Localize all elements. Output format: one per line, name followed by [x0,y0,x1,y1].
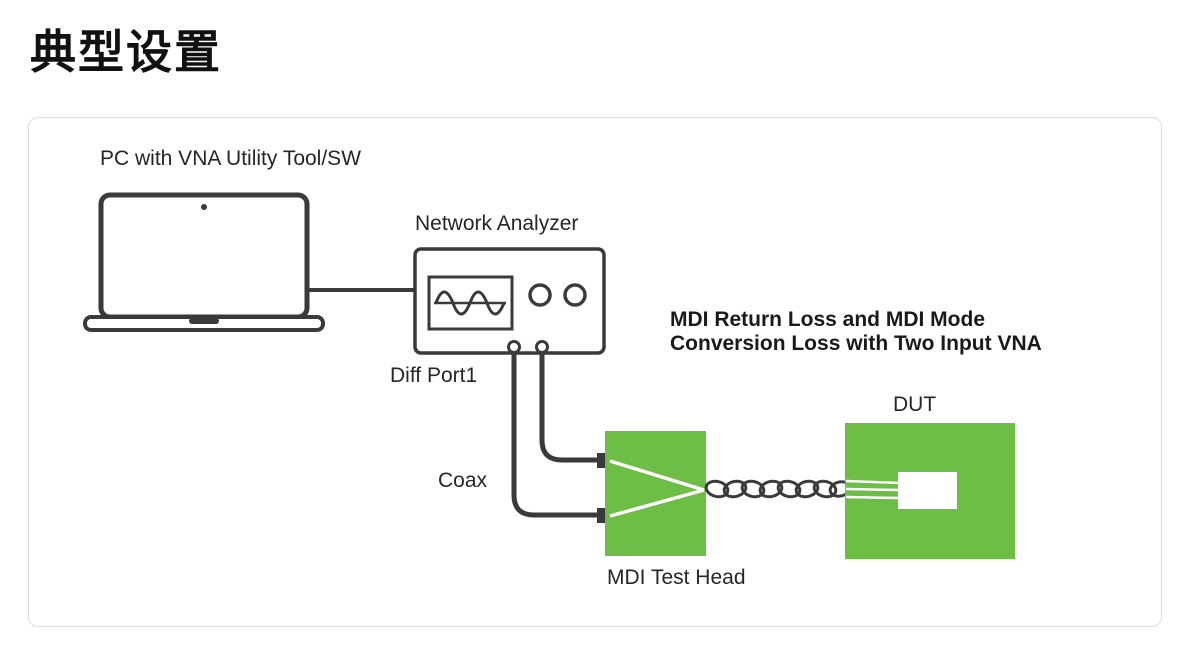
dut-chip [898,472,957,509]
description-line-2: Conversion Loss with Two Input VNA [670,332,1042,355]
description-line-1: MDI Return Loss and MDI Mode [670,308,985,331]
network-analyzer-label: Network Analyzer [415,212,578,235]
analyzer-port-left [507,340,521,354]
analyzer-port-right [535,340,549,354]
laptop-camera-dot [201,204,207,210]
laptop-screen [98,192,310,320]
analyzer-knob-right [563,283,587,307]
coax-cable-upper [539,351,604,463]
diff-port1-label: Diff Port1 [390,364,477,387]
laptop-icon [83,192,325,332]
dut-label: DUT [893,393,936,416]
diagram-container: PC with VNA Utility Tool/SW Network Anal… [28,117,1162,627]
coax-cable-lower [511,351,604,518]
analyzer-knob-left [528,283,552,307]
splitter-line-lower [609,488,705,518]
laptop-notch [189,318,219,324]
dut-trace-3 [845,495,900,500]
twisted-pair-icon [704,479,852,499]
dut-trace-1 [845,479,900,485]
setup-diagram: PC with VNA Utility Tool/SW Network Anal… [83,147,1042,589]
mdi-test-head-label: MDI Test Head [607,566,746,589]
coax-label: Coax [438,469,488,492]
dut-trace-2 [845,487,900,492]
splitter-line-upper [609,459,705,492]
network-analyzer-icon [413,247,606,355]
page-title: 典型设置 [30,25,222,79]
waveform-icon [434,290,506,316]
pc-label: PC with VNA Utility Tool/SW [100,147,361,170]
